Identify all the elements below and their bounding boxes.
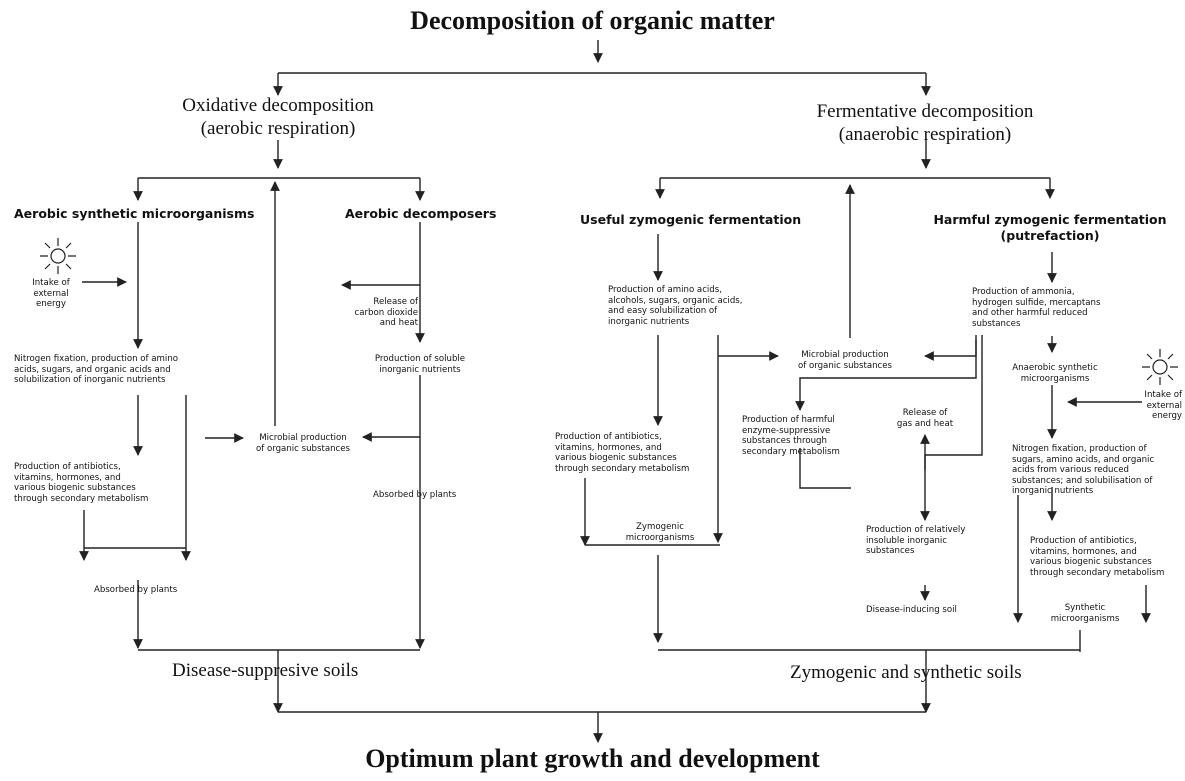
bottom-title: Optimum plant growth and development: [365, 744, 820, 773]
oxidative-heading: Oxidative decomposition(aerobic respirat…: [182, 95, 374, 139]
useful-production: Production of amino acids,alcohols, suga…: [608, 285, 743, 327]
aerobic-decomposers-title: Aerobic decomposers: [345, 206, 497, 221]
antibiotics-left: Production of antibiotics,vitamins, horm…: [14, 462, 149, 504]
useful-antibiotics: Production of antibiotics,vitamins, horm…: [555, 432, 690, 474]
aerobic-synthetic-title: Aerobic synthetic microorganisms: [14, 206, 255, 221]
sun-icon: [40, 238, 76, 274]
useful-fermentation-title: Useful zymogenic fermentation: [580, 212, 802, 227]
harmful-fermentation-title: Harmful zymogenic fermentation(putrefact…: [933, 212, 1167, 243]
absorbed-by-plants-left: Absorbed by plants: [94, 585, 178, 595]
fermentative-heading: Fermentative decomposition(anaerobic res…: [816, 101, 1034, 145]
diagram-title: Decomposition of organic matter: [410, 6, 775, 35]
absorbed-by-plants-right: Absorbed by plants: [373, 490, 457, 500]
sun-icon: [1142, 349, 1178, 385]
disease-inducing-soil: Disease-inducing soil: [866, 605, 957, 615]
harmful-production: Production of ammonia,hydrogen sulfide, …: [972, 287, 1101, 329]
disease-suppressive-soils: Disease-suppresive soils: [172, 660, 359, 681]
antibiotics-right: Production of antibiotics,vitamins, horm…: [1030, 536, 1165, 578]
zymogenic-synthetic-soils: Zymogenic and synthetic soils: [790, 662, 1022, 683]
